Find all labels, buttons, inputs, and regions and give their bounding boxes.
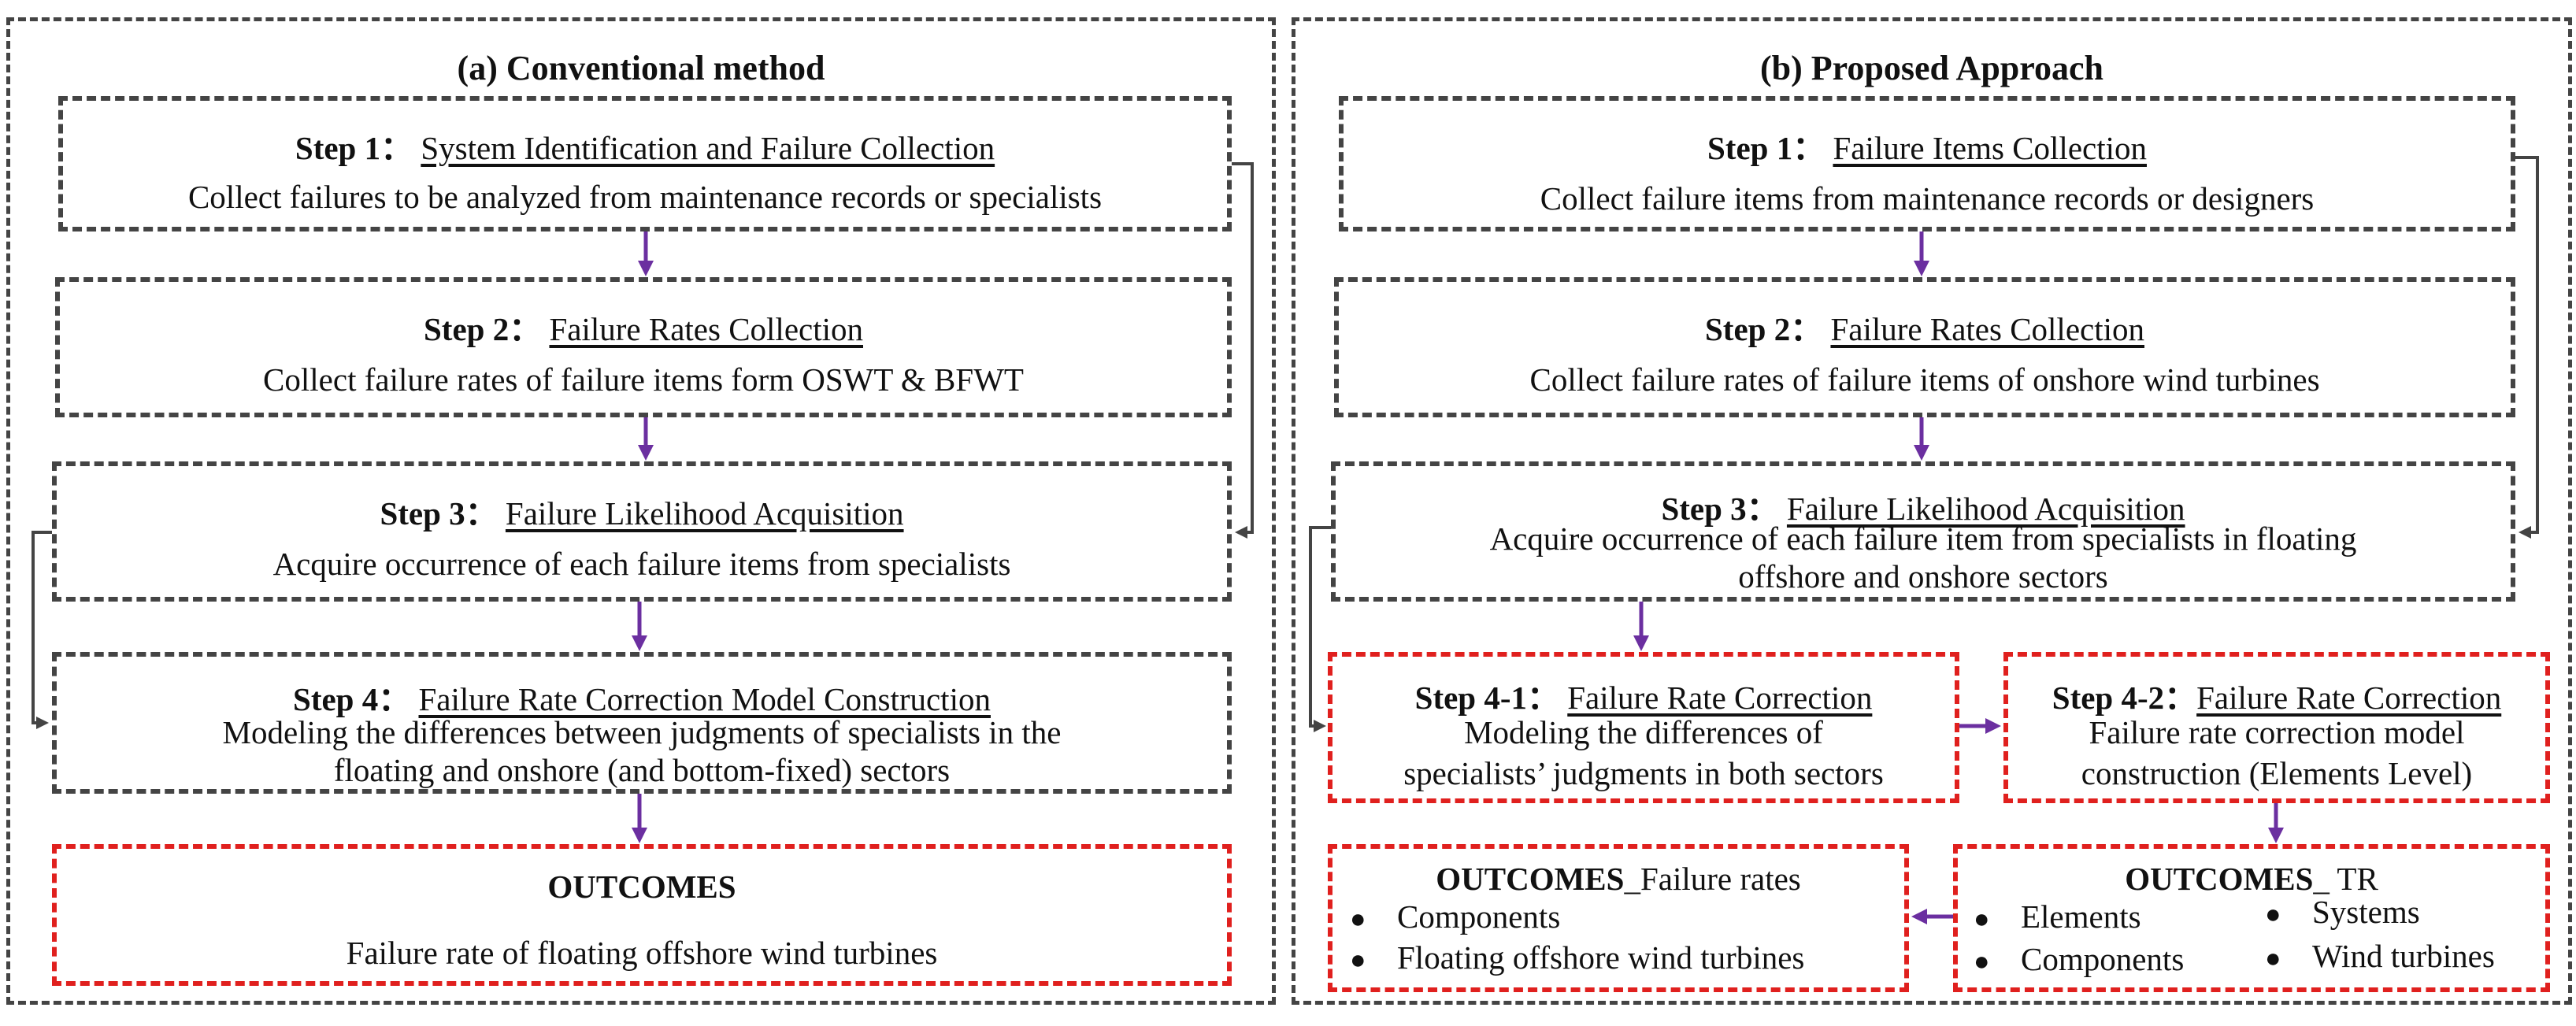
step-label: Step 1： [295,130,413,166]
list-item: ●Elements [1974,898,2141,935]
list-item: ●Floating offshore wind turbines [1350,939,1805,976]
bullet-icon: ● [2265,900,2281,929]
proposed-approach-panel: (b) Proposed Approach [1292,17,2572,1005]
step-label: Step 4： [293,681,411,717]
step-title: Failure Items Collection [1833,130,2147,166]
outcomes-failure-rates-box: OUTCOMES_Failure rates ●Components ●Floa… [1328,844,1909,992]
step-4-1-box: Step 4-1： Failure Rate Correction Modeli… [1328,652,1959,803]
left-step-4-box: Step 4： Failure Rate Correction Model Co… [52,652,1232,794]
step-label: Step 1： [1707,130,1825,166]
step-4-2-box: Step 4-2：Failure Rate Correction Failure… [2003,652,2550,803]
step-label: Step 4-1： [1414,680,1559,716]
bullet-icon: ● [1350,905,1366,934]
step-description-line-1: Modeling the differences of [1464,714,1823,750]
list-item: ●Wind turbines [2265,938,2495,974]
right-step-1-box: Step 1： Failure Items Collection Collect… [1339,96,2515,231]
step-description: Collect failure items from maintenance r… [1540,180,2315,217]
outcomes-title: OUTCOMES [2125,861,2314,897]
outcomes-subtitle: _ TR [2313,861,2378,897]
step-description-line-1: Failure rate correction model [2089,714,2465,750]
step-description-line-2: floating and onshore (and bottom-fixed) … [333,752,951,788]
step-title: System Identification and Failure Collec… [421,130,995,166]
step-label: Step 4-2： [2052,680,2197,716]
right-step-2-box: Step 2： Failure Rates Collection Collect… [1334,277,2515,417]
step-description-line-2: construction (Elements Level) [2081,755,2473,791]
outcomes-subtitle: _Failure rates [1624,861,1801,897]
connector-left-step3-to-step4 [32,531,52,729]
left-outcomes-box: OUTCOMES Failure rate of floating offsho… [52,844,1232,986]
step-description: Collect failure rates of failure items o… [1529,361,2320,398]
step-label: Step 2： [1705,311,1823,347]
step-description: Collect failure rates of failure items f… [263,361,1024,398]
step-title: Failure Likelihood Acquisition [505,495,904,532]
outcomes-title: OUTCOMES [547,869,736,905]
bullet-icon: ● [1350,946,1366,975]
list-item: ●Components [1974,941,2185,977]
left-step-3-box: Step 3： Failure Likelihood Acquisition A… [52,461,1232,602]
bullet-icon: ● [2265,944,2281,973]
outcomes-description: Failure rate of floating offshore wind t… [346,935,938,971]
step-description-line-2: specialists’ judgments in both sectors [1403,755,1884,791]
bullet-icon: ● [1974,905,1990,934]
step-description: Acquire occurrence of each failure items… [272,546,1011,582]
step-description-line-1: Modeling the differences between judgmen… [222,714,1062,750]
conventional-method-panel: (a) Conventional method [6,17,1276,1005]
panel-title: (b) Proposed Approach [1759,49,2103,87]
step-description: Collect failures to be analyzed from mai… [187,179,1103,215]
list-item: ●Systems [2265,894,2420,930]
panel-title: (a) Conventional method [457,49,825,87]
connector-right-step1-to-step3 [2515,156,2539,539]
connector-right-step3-to-step4-1 [1309,526,1331,732]
step-title: Failure Rate Correction [1567,680,1873,716]
outcomes-title: OUTCOMES [1436,861,1625,897]
step-title: Failure Likelihood Acquisition [1786,491,2185,527]
step-label: Step 3： [1661,491,1779,527]
step-title: Failure Rates Collection [1830,311,2144,347]
left-step-1-box: Step 1： System Identification and Failur… [58,96,1232,231]
step-description-line-1: Acquire occurrence of each failure item … [1489,520,2357,557]
step-title: Failure Rate Correction Model Constructi… [418,681,991,717]
step-label: Step 2： [424,311,542,347]
connector-left-step1-to-step3 [1232,162,1254,539]
left-step-2-box: Step 2： Failure Rates Collection Collect… [55,277,1232,417]
list-item: ●Components [1350,898,1561,935]
step-title: Failure Rate Correction [2196,680,2502,716]
outcomes-tr-box: OUTCOMES_ TR ●Elements ●Components ●Syst… [1953,844,2550,992]
step-label: Step 3： [380,495,498,532]
step-description-line-2: offshore and onshore sectors [1738,558,2108,594]
right-step-3-box: Step 3： Failure Likelihood Acquisition A… [1331,461,2515,602]
step-title: Failure Rates Collection [549,311,863,347]
bullet-icon: ● [1974,947,1990,976]
